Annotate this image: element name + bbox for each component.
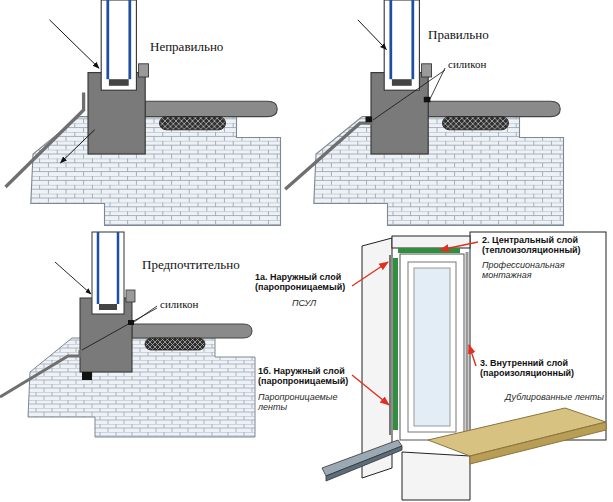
section-preferred-part [0,350,80,397]
material-label: Дублированные ленты [505,392,605,402]
material-label: ПСУЛ [292,298,316,308]
section-preferred-part [28,232,255,437]
section-correct [285,0,563,226]
section-correct-part [285,123,373,189]
panel-title: Неправильно [150,40,223,55]
panel-title: Правильно [428,28,489,43]
section-correct-part [314,0,564,226]
material-label: Профессиональная монтажная [482,260,604,281]
window-3d-part [400,254,464,440]
section-preferred-part [55,262,91,294]
section-incorrect-part [6,92,84,187]
section-incorrect-part [61,130,95,163]
silicone-leaders-part [82,308,157,350]
silicone-leaders-part [373,70,445,120]
window-3d-part [326,446,402,481]
material-label: Паропроницаемые ленты [258,392,354,413]
section-correct-part [358,20,387,50]
window-3d-part [389,255,391,435]
panel-title: Предпочтительно [142,258,240,273]
window-3d-part [466,252,469,436]
window-3d-part [408,262,456,432]
material-label: силикон [448,58,486,71]
window-3d-part [393,258,398,430]
layer-callout: 1а. Наружный слой (паропроницаемый) [255,272,351,293]
section-correct-part [424,97,431,103]
section-preferred-part [82,372,92,380]
material-label: силикон [160,298,198,311]
layer-leaders-part [440,242,478,250]
window-3d [322,232,606,500]
window-3d-part [322,440,402,476]
silicone-leaders-part [430,68,445,99]
layer-callout: 1б. Наружный слой (паропроницаемый) [258,366,354,387]
window-3d-part [362,238,392,478]
window-3d-part [414,268,450,426]
section-incorrect [6,0,281,226]
layer-callout: 3. Внутренний слой (пароизоляционный) [480,358,602,379]
window-3d-part [398,248,460,253]
layer-leaders-part [469,345,476,366]
layer-leaders-part [352,262,388,286]
layer-leaders-part [352,375,389,405]
window-3d-part [470,232,606,440]
layer-callout: 2. Центральный слой (теплоизоляционный) [482,235,604,256]
section-correct-part [366,117,373,123]
window-3d-part [470,422,606,464]
section-preferred [0,232,255,437]
layer-leaders [352,242,478,405]
section-incorrect-part [50,20,100,68]
section-incorrect-part [31,0,281,226]
window-3d-part [402,452,470,500]
